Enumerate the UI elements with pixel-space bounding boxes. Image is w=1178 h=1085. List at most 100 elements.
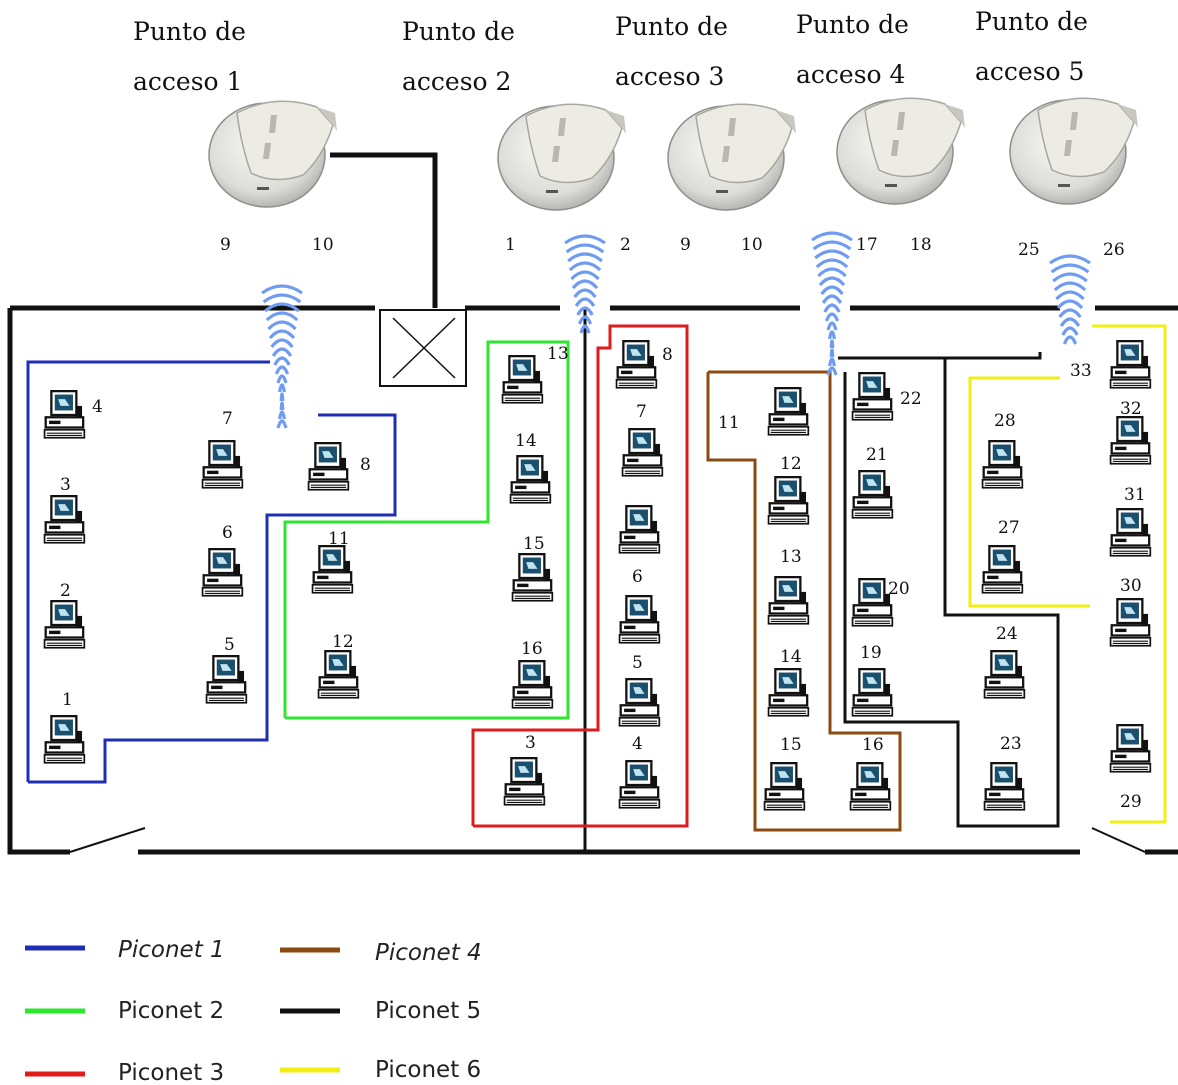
computer-node: 11 [718,387,810,436]
computer-number: 13 [547,344,569,364]
access-point-icon [208,100,338,208]
computer-icon [503,757,546,806]
access-point-icon [497,103,627,211]
access-point-port-right: 26 [1103,240,1125,260]
computer-icon [511,660,554,709]
computer-node: 20 [851,578,910,627]
computer-node [618,505,661,554]
computer-icon [767,387,810,436]
computer-icon [311,545,354,594]
access-point-label-line1: Punto de [615,12,728,41]
computer-node: 11 [311,529,354,594]
computer-number: 3 [525,733,536,753]
computer-node: 3 [43,475,86,544]
computer-number: 12 [780,454,802,474]
computer-node: 8 [307,442,371,491]
legend-item: Piconet 5 [280,998,481,1024]
computer-icon [307,442,350,491]
computer-node: 6 [618,567,661,644]
building-wall-top-left [7,308,70,855]
computer-node: 30 [1109,576,1152,647]
computer-number: 21 [866,445,888,465]
computer-node: 23 [983,734,1026,811]
computer-node: 5 [618,653,661,727]
computer-icon [763,762,806,811]
computer-icon [501,355,544,404]
legend-label: Piconet 2 [118,998,224,1024]
computer-number: 15 [523,534,545,554]
computer-icon [43,390,86,439]
door-right [1091,827,1146,853]
computer-node: 13 [767,547,810,625]
computer-icon [851,470,894,519]
computer-number: 1 [62,690,73,710]
piconet-3-outline [471,324,689,828]
computer-icon [1109,508,1152,557]
computer-node: 14 [767,647,810,717]
access-point-port-left: 17 [856,235,878,255]
computer-number: 7 [636,402,647,422]
computer-node: 24 [983,624,1026,699]
computer-icon [851,578,894,627]
access-point-port-left: 9 [220,235,231,255]
access-point-port-right: 18 [910,235,932,255]
computer-number: 13 [780,547,802,567]
computer-icon [1109,598,1152,647]
computer-number: 11 [718,413,740,433]
computer-icon [767,576,810,625]
access-point-label-line1: Punto de [975,7,1088,36]
wireless-signal-icon [261,284,303,429]
computer-number: 11 [328,529,350,549]
computer-icon [43,495,86,544]
legend-item: Piconet 3 [25,1060,224,1085]
legend-label: Piconet 3 [118,1060,224,1085]
computer-icon [615,340,658,389]
access-point-port-left: 9 [680,235,691,255]
computer-node: 13 [501,344,569,404]
computer-node: 15 [763,735,806,811]
computer-node: 19 [851,643,894,717]
computer-number: 3 [60,475,71,495]
computer-node: 15 [511,534,554,602]
computer-number: 27 [998,518,1020,538]
computer-number: 29 [1120,792,1142,812]
computer-node: 8 [615,340,673,389]
access-point-label-line2: acceso 1 [133,67,242,96]
computer-node: 4 [43,390,103,439]
computer-icon [511,553,554,602]
computer-node: 31 [1109,485,1152,557]
computer-number: 33 [1070,361,1092,381]
computer-number: 4 [92,397,103,417]
computer-number: 2 [60,581,71,601]
computer-icon [618,678,661,727]
piconet-2-outline [283,340,570,720]
computer-node: 3 [503,733,546,806]
legend-label: Piconet 1 [118,937,225,963]
computer-node: 7 [621,402,664,477]
computer-number: 5 [632,653,643,673]
piconet-6-outline-right [1092,324,1167,824]
access-point-icon [667,103,797,211]
access-point-port-right: 2 [620,235,631,255]
computer-icon [43,715,86,764]
computer-number: 12 [332,632,354,652]
computer-number: 4 [632,734,643,754]
piconet-1-outline [28,413,397,784]
wireless-signal-icon [1049,254,1091,345]
computer-number: 28 [994,411,1016,431]
computer-icon [201,440,244,489]
computer-icon [618,595,661,644]
computer-number: 32 [1120,399,1142,419]
computer-node: 12 [317,632,360,699]
computer-icon [981,545,1024,594]
computer-number: 16 [521,639,543,659]
computer-number: 7 [222,409,233,429]
computer-number: 8 [360,455,371,475]
computer-icon [201,548,244,597]
computer-node: 16 [511,639,554,709]
computer-node: 1 [43,690,86,764]
